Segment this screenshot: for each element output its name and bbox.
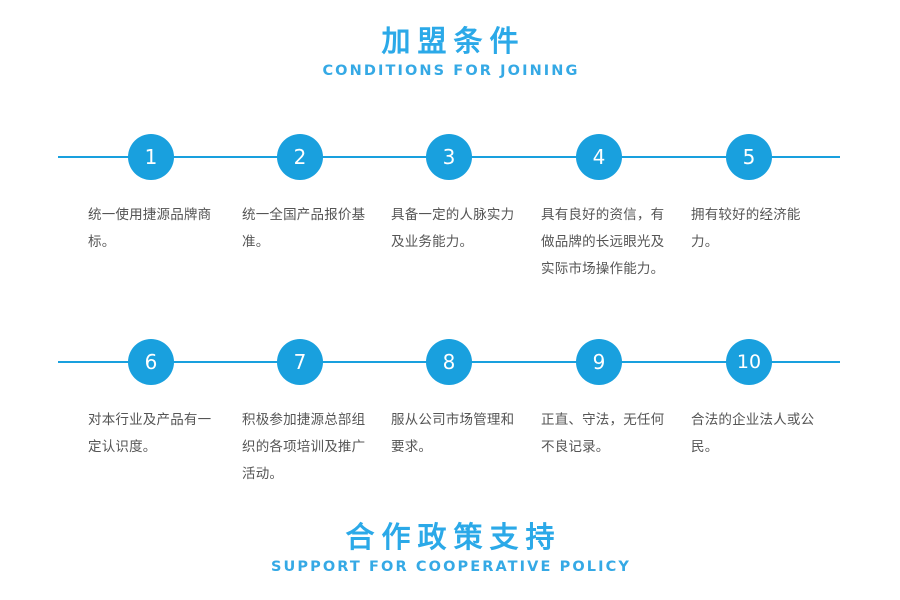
timeline-nodes-1: 1 2 3 4 5 — [0, 134, 900, 180]
timeline-caption-7: 积极参加捷源总部组织的各项培训及推广活动。 — [242, 412, 366, 482]
timeline-caption-10: 合法的企业法人或公民。 — [691, 412, 815, 455]
timeline-node-3[interactable]: 3 — [426, 134, 472, 180]
timeline-caption-6: 对本行业及产品有一定认识度。 — [88, 412, 212, 455]
timeline-node-10[interactable]: 10 — [726, 339, 772, 385]
timeline-caption-5: 拥有较好的经济能力。 — [691, 207, 801, 250]
timeline-caption-8: 服从公司市场管理和要求。 — [391, 412, 515, 455]
timeline-caption-2: 统一全国产品报价基准。 — [242, 207, 366, 250]
timeline-node-7[interactable]: 7 — [277, 339, 323, 385]
timeline-nodes-2: 6 7 8 9 10 — [0, 339, 900, 385]
timeline-node-5[interactable]: 5 — [726, 134, 772, 180]
timeline-node-9[interactable]: 9 — [576, 339, 622, 385]
top-heading-chinese: 加盟条件 — [381, 24, 526, 58]
timeline-node-6[interactable]: 6 — [128, 339, 174, 385]
timeline-caption-3: 具备一定的人脉实力及业务能力。 — [391, 207, 515, 250]
timeline-node-4[interactable]: 4 — [576, 134, 622, 180]
timeline-caption-1: 统一使用捷源品牌商标。 — [88, 207, 212, 250]
top-heading-english: CONDITIONS FOR JOINING — [322, 63, 580, 79]
timeline-node-1[interactable]: 1 — [128, 134, 174, 180]
timeline-caption-9: 正直、守法，无任何不良记录。 — [541, 412, 665, 455]
timeline-node-8[interactable]: 8 — [426, 339, 472, 385]
bottom-heading-chinese: 合作政策支持 — [345, 520, 562, 554]
timeline-caption-4: 具有良好的资信，有做品牌的长远眼光及实际市场操作能力。 — [541, 207, 665, 277]
bottom-heading-english: SUPPORT FOR COOPERATIVE POLICY — [271, 559, 631, 575]
top-heading-block: 加盟条件 CONDITIONS FOR JOINING — [0, 22, 900, 82]
timeline-node-2[interactable]: 2 — [277, 134, 323, 180]
bottom-heading-block: 合作政策支持 SUPPORT FOR COOPERATIVE POLICY — [0, 518, 900, 578]
